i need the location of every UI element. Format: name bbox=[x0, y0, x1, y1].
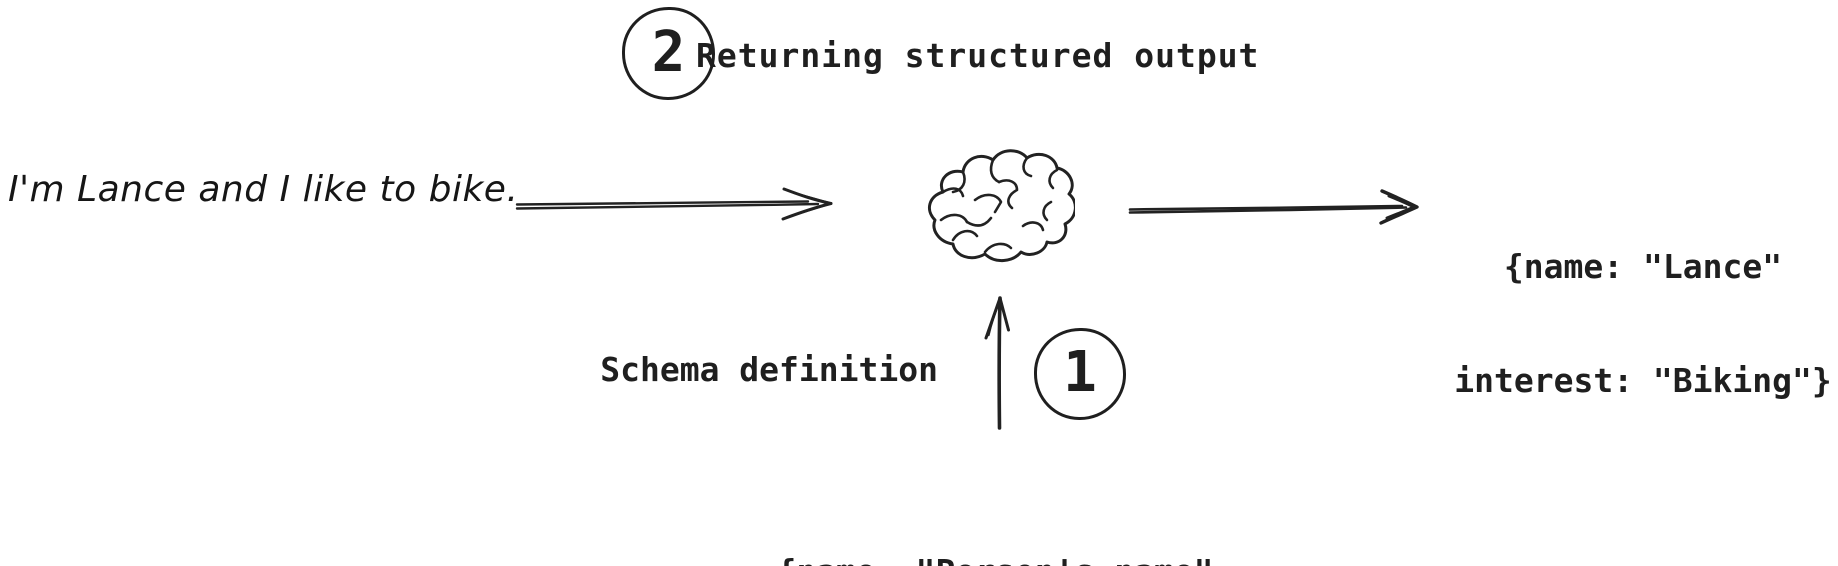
input-arrow-icon bbox=[515, 187, 833, 221]
brain-icon bbox=[927, 149, 1075, 262]
schema-json-line1: {name: "Person's name" bbox=[675, 553, 1315, 566]
step-2-badge: 2 bbox=[622, 7, 715, 100]
output-arrow-icon bbox=[1128, 189, 1419, 225]
schema-arrow-icon bbox=[984, 296, 1010, 430]
schema-json: {name: "Person's name" interest: "Person… bbox=[675, 477, 1315, 566]
step-2-number: 2 bbox=[651, 19, 686, 85]
output-json-line1: {name: "Lance" bbox=[1503, 247, 1783, 286]
step-1-number: 1 bbox=[1063, 340, 1097, 405]
step-1-badge: 1 bbox=[1034, 328, 1126, 420]
diagram-title: Returning structured output bbox=[696, 36, 1260, 75]
output-json-line2: interest: "Biking"} bbox=[1454, 361, 1832, 400]
input-sentence: I'm Lance and I like to bike. bbox=[8, 169, 519, 210]
output-json: {name: "Lance" interest: "Biking"} bbox=[1343, 172, 1838, 476]
schema-definition-label: Schema definition bbox=[600, 350, 938, 389]
